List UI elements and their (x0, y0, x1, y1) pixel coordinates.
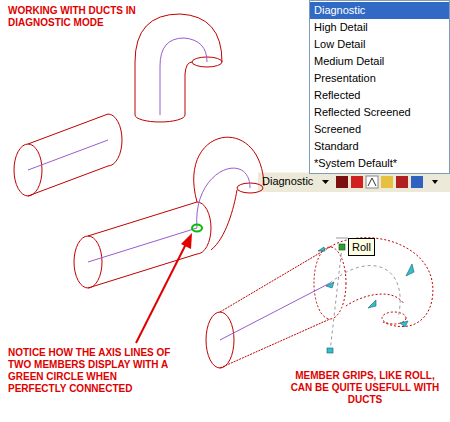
annotation-note: MEMBER GRIPS, LIKE ROLL, CAN BE QUITE US… (286, 370, 444, 406)
combo-text: Diagnostic (262, 175, 313, 187)
duct-elbow (135, 14, 222, 122)
grips (318, 238, 414, 353)
list-item: Standard (310, 138, 449, 155)
display-config-combo: Diagnostic (260, 173, 327, 190)
duct-connected (74, 137, 264, 288)
list-item: Low Detail (310, 36, 449, 53)
leader-arrow (136, 233, 192, 343)
toolbar (258, 172, 450, 192)
title-note: WORKING WITH DUCTS IN DIAGNOSTIC MODE (8, 5, 143, 29)
list-item: Reflected Screened (310, 104, 449, 121)
list-item: Screened (310, 121, 449, 138)
list-item: High Detail (310, 19, 449, 36)
display-config-list: DiagnosticHigh DetailLow DetailMedium De… (309, 0, 450, 174)
grip-tooltip: Roll (348, 238, 375, 256)
duct-selected (206, 238, 433, 368)
list-item: Reflected (310, 87, 449, 104)
list-item: *System Default* (310, 155, 449, 172)
list-item: Diagnostic (310, 2, 449, 19)
list-item: Presentation (310, 70, 449, 87)
list-item: Medium Detail (310, 53, 449, 70)
tooltip-text: Roll (352, 241, 371, 253)
annotation-note: NOTICE HOW THE AXIS LINES OF TWO MEMBERS… (8, 347, 178, 395)
duct-straight (14, 114, 122, 196)
